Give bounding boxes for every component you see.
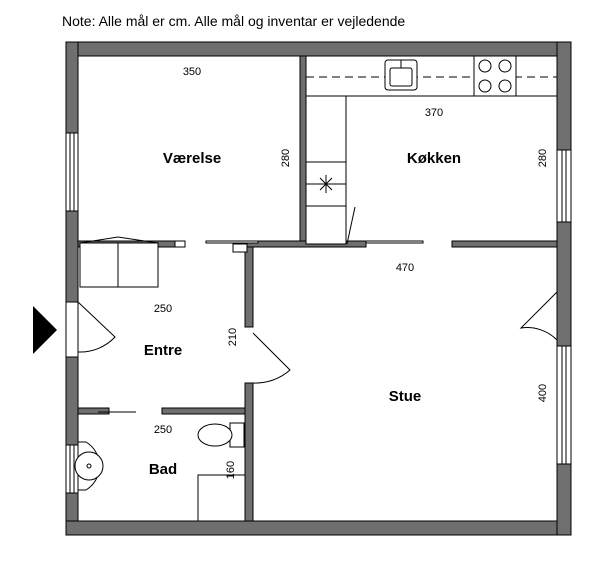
wardrobe	[79, 236, 159, 288]
dim-bad-width: 250	[154, 424, 172, 436]
dim-vaerelse-width: 350	[183, 66, 201, 78]
wall-entre-bad-right	[161, 407, 246, 415]
door-jambs	[174, 240, 424, 253]
wall-entre-stue-top	[244, 246, 254, 328]
outer-wall-bottom	[65, 520, 572, 536]
dim-entre-depth: 210	[227, 328, 239, 346]
window-right-stue	[556, 345, 572, 465]
wall-vaerelse-kitchen	[299, 55, 307, 247]
stue-door	[252, 332, 291, 384]
entrance-door	[77, 301, 116, 353]
room-label-bad: Bad	[149, 461, 177, 478]
entrance-arrow-icon	[33, 306, 57, 354]
wall-mid-right	[451, 240, 558, 248]
dim-vaerelse-depth: 280	[280, 149, 292, 167]
outer-wall-top	[66, 41, 572, 57]
dim-kokken-width: 370	[425, 107, 443, 119]
shower	[197, 474, 245, 521]
room-label-vaerelse: Værelse	[163, 150, 221, 167]
walls	[65, 41, 572, 536]
balcony-door	[519, 291, 558, 341]
room-label-entre: Entre	[144, 342, 182, 359]
room-label-stue: Stue	[389, 388, 422, 405]
wall-entre-bad-left	[77, 407, 110, 415]
dim-entre-width: 250	[154, 303, 172, 315]
stove	[473, 55, 517, 97]
dim-stue-depth: 400	[537, 384, 549, 402]
doors	[77, 206, 558, 413]
dim-stue-width: 470	[396, 262, 414, 274]
entrance-opening	[65, 301, 79, 358]
kitchen-door	[346, 206, 356, 245]
windows	[65, 132, 572, 494]
wall-entre-stue-bottom	[244, 382, 254, 522]
fridge-icon	[317, 175, 335, 193]
window-left-vaerelse	[65, 132, 79, 212]
bathroom-fixtures	[74, 422, 245, 521]
window-right-kokken	[556, 149, 572, 223]
dim-bad-depth: 160	[225, 461, 237, 479]
dim-kokken-depth: 280	[537, 149, 549, 167]
plan-note: Note: Alle mål er cm. Alle mål og invent…	[62, 13, 406, 29]
kitchen-counter	[305, 55, 557, 245]
room-label-kokken: Køkken	[407, 150, 461, 167]
